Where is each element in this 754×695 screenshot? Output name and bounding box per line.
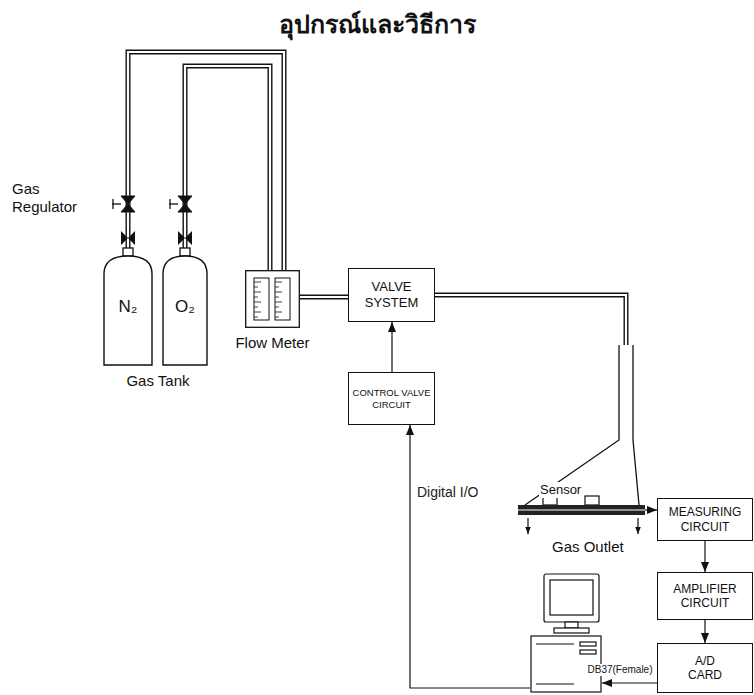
gas-pipe xyxy=(300,297,348,298)
signal-arrow xyxy=(392,322,393,372)
page-title: อุปกรณ์และวิธีการ xyxy=(0,10,754,40)
gas-outlet-arrow xyxy=(528,518,638,534)
flow-meter: Flow Meter xyxy=(245,270,300,328)
part-label: Gas Tank xyxy=(126,372,189,390)
connector-label: DB37(Female) xyxy=(586,664,653,676)
process-box: VALVE SYSTEM xyxy=(348,268,435,322)
node-text: AMPLIFIER CIRCUIT xyxy=(661,582,749,611)
gas-regulator-symbol xyxy=(112,196,192,212)
node-text: Sensor xyxy=(539,482,582,498)
process-box: CONTROL VALVE CIRCUIT xyxy=(348,372,435,425)
node-text: A/D CARD xyxy=(683,654,728,683)
signal-arrow xyxy=(705,620,706,643)
signal-arrow xyxy=(705,541,706,572)
node-text: VALVE SYSTEM xyxy=(352,279,431,310)
gas-pipe xyxy=(128,52,284,270)
gas-pipe xyxy=(435,295,626,345)
node-text: N₂ xyxy=(119,297,138,317)
process-box: A/D CARD xyxy=(657,643,753,693)
gas-tank: O₂ xyxy=(162,248,208,366)
gas-pipe xyxy=(185,66,270,270)
node-text: O₂ xyxy=(175,297,195,317)
part-label: Flow Meter xyxy=(235,334,309,352)
part-label: Gas Regulator xyxy=(12,180,104,216)
signal-arrow xyxy=(645,510,657,511)
tank-valve-symbol xyxy=(121,231,192,245)
flow-meter-outline xyxy=(245,270,300,328)
node-text: CONTROL VALVE CIRCUIT xyxy=(352,387,431,410)
sensor-funnel: Sensor xyxy=(515,345,645,517)
gas-tank: N₂ xyxy=(103,248,153,366)
signal-label: Digital I/O xyxy=(416,484,479,501)
process-box: AMPLIFIER CIRCUIT xyxy=(657,572,753,620)
node-text: MEASURING CIRCUIT xyxy=(661,505,749,534)
part-label: Gas Outlet xyxy=(552,538,624,556)
signal-arrow xyxy=(602,683,657,684)
process-box: MEASURING CIRCUIT xyxy=(657,498,753,541)
signal-arrow xyxy=(410,425,530,688)
